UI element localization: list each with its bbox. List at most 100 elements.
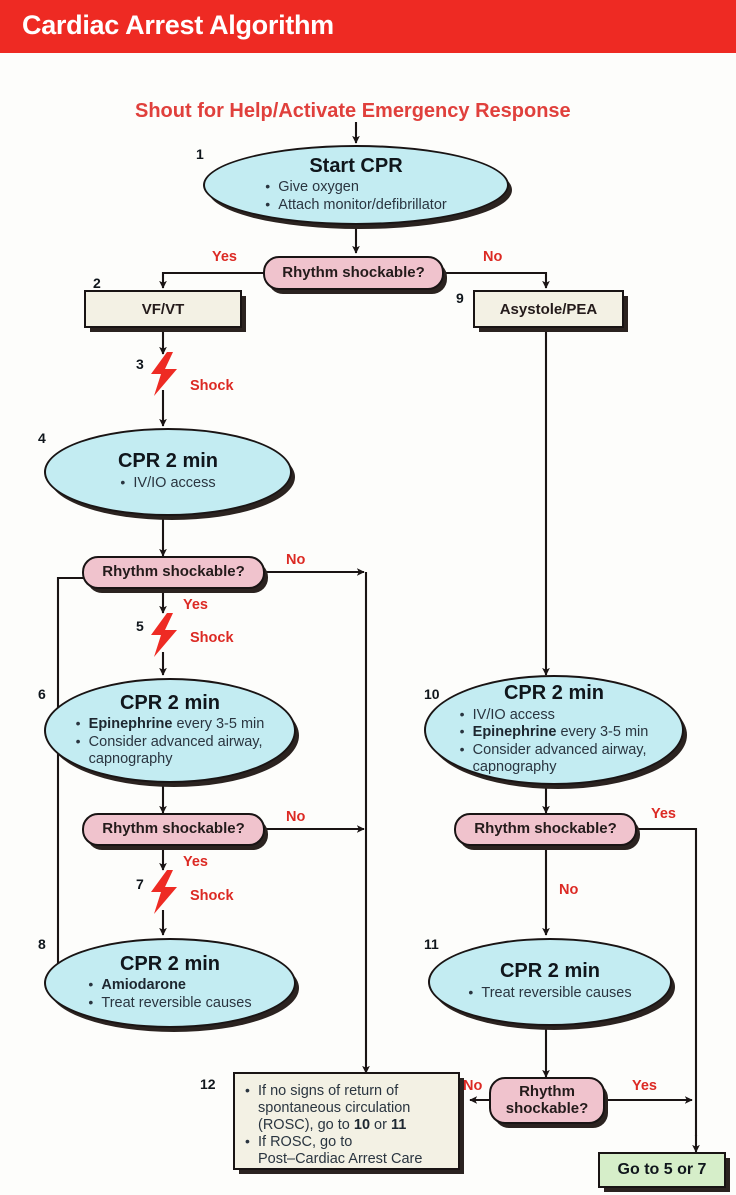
bullet-continuation: capnography — [88, 750, 173, 767]
bullet-rest: Consider advanced airway, — [472, 742, 647, 758]
bullet-item: If no signs of return of spontaneous cir… — [245, 1081, 422, 1134]
lightning-bolt-icon — [151, 613, 177, 657]
step-number-4: 4 — [38, 430, 46, 446]
bullet-item: Amiodarone — [88, 976, 251, 994]
decision-rhythm-shockable-4[interactable]: Rhythm shockable? — [454, 813, 637, 846]
node-bullets: If no signs of return of spontaneous cir… — [245, 1081, 423, 1169]
decision-label: Rhythm shockable? — [474, 820, 617, 838]
branch-label-yes-1: Yes — [212, 249, 237, 265]
step-number-10: 10 — [424, 686, 440, 702]
node-bullets: Amiodarone Treat reversible causes — [88, 976, 251, 1013]
shock-label-7: Shock — [190, 888, 234, 904]
bullet-bold: Epinephrine — [88, 716, 173, 733]
node-bullets: Treat reversible causes — [468, 984, 631, 1002]
bullet-item: Consider advanced airway,capnography — [460, 741, 649, 776]
decision-rhythm-shockable-1[interactable]: Rhythm shockable? — [263, 256, 444, 290]
branch-label-yes-5: Yes — [632, 1078, 657, 1094]
bullet-bold: Amiodarone — [101, 977, 186, 994]
rosc-ref-11: 11 — [390, 1116, 407, 1133]
decision-label: Rhythm shockable? — [282, 263, 425, 281]
decision-rhythm-shockable-2[interactable]: Rhythm shockable? — [82, 556, 265, 589]
branch-label-yes-4: Yes — [651, 806, 676, 822]
decision-label: Rhythm shockable? — [505, 1083, 589, 1117]
bullet-rest: Consider advanced airway, — [88, 733, 263, 750]
rosc-line-3-prefix: (ROSC), go to — [258, 1116, 354, 1133]
bullet-item: IV/IO access — [120, 474, 215, 492]
page-title: Cardiac Arrest Algorithm — [22, 10, 334, 40]
bullet-rest: every 3-5 min — [172, 716, 265, 733]
node-title: CPR 2 min — [503, 682, 605, 705]
decision-label-line2: shockable? — [505, 1099, 589, 1117]
node-title: Start CPR — [309, 154, 403, 177]
node-cpr-2min-6[interactable]: CPR 2 min Epinephrine every 3-5 min Cons… — [44, 678, 296, 783]
node-label: Go to 5 or 7 — [617, 1161, 707, 1178]
step-number-6: 6 — [38, 686, 46, 702]
bullet-rest: every 3-5 min — [556, 724, 649, 741]
step-number-2: 2 — [93, 275, 101, 291]
bullet-item: Treat reversible causes — [88, 994, 251, 1012]
bullet-item: Give oxygen — [265, 178, 446, 196]
branch-label-yes-3: Yes — [183, 854, 208, 870]
decision-label-line1: Rhythm — [519, 1083, 575, 1100]
rosc-line-4: If ROSC, go to — [258, 1134, 353, 1151]
decision-rhythm-shockable-3[interactable]: Rhythm shockable? — [82, 813, 265, 846]
node-title: CPR 2 min — [499, 960, 601, 983]
node-cpr-2min-4[interactable]: CPR 2 min IV/IO access — [44, 428, 292, 516]
rosc-line-5: Post–Cardiac Arrest Care — [258, 1151, 423, 1168]
lightning-bolt-icon — [151, 870, 177, 914]
bullet-continuation: capnography — [472, 759, 557, 776]
step-number-11: 11 — [424, 936, 439, 952]
bullet-item: Attach monitor/defibrillator — [265, 196, 446, 214]
step-number-3: 3 — [136, 356, 144, 372]
rosc-ref-10: 10 — [353, 1116, 371, 1133]
lightning-bolt-icon — [151, 352, 177, 396]
branch-label-no-4: No — [559, 882, 579, 898]
node-title: CPR 2 min — [119, 952, 221, 975]
branch-label-no-5: No — [463, 1078, 483, 1094]
node-rosc-instructions[interactable]: If no signs of return of spontaneous cir… — [233, 1072, 460, 1170]
branch-label-no-1: No — [483, 249, 503, 265]
bullet-item: IV/IO access — [460, 706, 649, 724]
step-number-8: 8 — [38, 936, 46, 952]
branch-label-no-3: No — [286, 809, 306, 825]
node-title: CPR 2 min — [117, 450, 219, 473]
step-number-12: 12 — [200, 1076, 216, 1092]
node-bullets: Give oxygen Attach monitor/defibrillator — [265, 178, 446, 215]
node-label: Asystole/PEA — [499, 300, 598, 318]
rosc-line-3: (ROSC), go to 10 or 11 — [258, 1117, 422, 1134]
step-number-5: 5 — [136, 618, 144, 634]
node-title: CPR 2 min — [119, 691, 221, 714]
node-asystole-pea[interactable]: Asystole/PEA — [473, 290, 624, 328]
node-go-to-5-or-7[interactable]: Go to 5 or 7 — [598, 1152, 726, 1188]
decision-label: Rhythm shockable? — [102, 563, 245, 581]
node-vf-vt[interactable]: VF/VT — [84, 290, 242, 328]
decision-rhythm-shockable-5[interactable]: Rhythm shockable? — [489, 1077, 605, 1124]
rosc-line-3-or: or — [370, 1116, 391, 1133]
shock-label-5: Shock — [190, 630, 234, 646]
decision-label: Rhythm shockable? — [102, 820, 245, 838]
node-cpr-2min-11[interactable]: CPR 2 min Treat reversible causes — [428, 938, 672, 1026]
bullet-bold: Epinephrine — [472, 724, 557, 741]
shout-for-help-text: Shout for Help/Activate Emergency Respon… — [135, 100, 571, 122]
step-number-9: 9 — [456, 290, 464, 306]
rosc-line-2: spontaneous circulation — [258, 1099, 411, 1116]
node-label: VF/VT — [141, 300, 185, 318]
bullet-item: Epinephrine every 3-5 min — [460, 723, 649, 741]
bullet-item: Epinephrine every 3-5 min — [76, 715, 265, 733]
node-bullets: IV/IO access Epinephrine every 3-5 min C… — [460, 706, 649, 776]
bullet-item: Treat reversible causes — [468, 984, 631, 1002]
branch-label-yes-2: Yes — [183, 597, 208, 613]
branch-label-no-2: No — [286, 552, 306, 568]
rosc-line-1: If no signs of return of — [258, 1082, 399, 1099]
bullet-item: Consider advanced airway,capnography — [76, 733, 265, 768]
node-bullets: Epinephrine every 3-5 min Consider advan… — [76, 715, 265, 769]
bullet-item: If ROSC, go to Post–Cardiac Arrest Care — [245, 1133, 423, 1168]
node-bullets: IV/IO access — [120, 474, 215, 492]
node-cpr-2min-10[interactable]: CPR 2 min IV/IO access Epinephrine every… — [424, 675, 684, 785]
node-cpr-2min-8[interactable]: CPR 2 min Amiodarone Treat reversible ca… — [44, 938, 296, 1028]
node-start-cpr[interactable]: Start CPR Give oxygen Attach monitor/def… — [203, 145, 509, 225]
step-number-7: 7 — [136, 876, 144, 892]
shock-label-3: Shock — [190, 378, 234, 394]
